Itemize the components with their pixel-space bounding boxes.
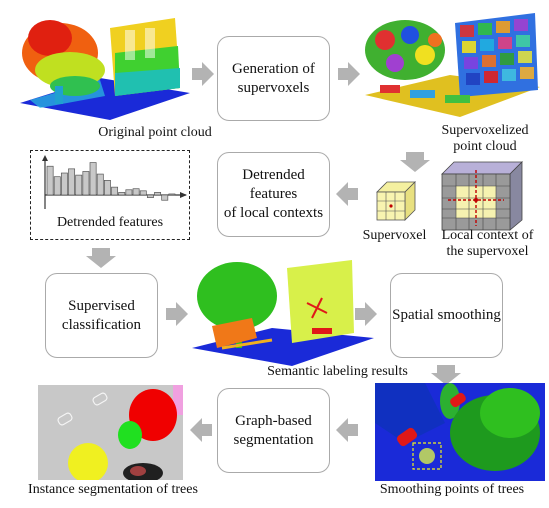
- arrow-right-2: [338, 62, 360, 86]
- process-graph-based-segmentation: Graph-based segmentation: [217, 388, 330, 473]
- histogram-bar: [111, 186, 119, 196]
- process-spatial-smoothing: Spatial smoothing: [390, 273, 503, 358]
- caption-supervoxelized-point-cloud: Supervoxelized point cloud: [441, 123, 529, 154]
- histogram-bar: [89, 162, 97, 196]
- original-point-cloud-image: [15, 8, 195, 126]
- supervoxelized-point-cloud-image: [360, 5, 545, 123]
- histogram-bar: [53, 176, 61, 196]
- histogram-bar: [103, 180, 111, 196]
- histogram-y-arrowhead: [42, 155, 48, 161]
- histogram-bar: [168, 193, 176, 196]
- detrended-features-histogram: [42, 155, 187, 209]
- caption-detrended-features: Detrended features: [56, 215, 164, 230]
- detrended-features-panel: Detrended features: [30, 150, 190, 240]
- histogram-bar: [139, 190, 147, 196]
- histogram-bar: [118, 192, 126, 196]
- semantic-labeling-image: [192, 258, 374, 366]
- histogram-bar: [146, 194, 154, 198]
- process-detrended-features-local-contexts: Detrended features of local contexts: [217, 152, 330, 237]
- histogram-bar: [96, 173, 104, 196]
- instance-segmentation-image: [38, 385, 183, 480]
- histogram-bar: [132, 188, 140, 196]
- supervoxel-cube-icon: [376, 181, 416, 221]
- arrow-left-1: [336, 182, 358, 206]
- arrow-right-1: [192, 62, 214, 86]
- histogram-bar: [60, 172, 68, 196]
- arrow-left-2: [190, 418, 212, 442]
- arrow-right-4: [355, 302, 377, 326]
- caption-instance-segmentation: Instance segmentation of trees: [28, 482, 198, 497]
- arrow-down-3: [431, 365, 461, 385]
- histogram-x-arrowhead: [180, 192, 187, 198]
- arrow-down-2: [86, 248, 116, 268]
- smoothing-points-image: [375, 383, 545, 481]
- histogram-bar: [161, 194, 169, 201]
- histogram-bar: [125, 189, 133, 196]
- histogram-bar: [68, 168, 76, 196]
- caption-smoothing-points: Smoothing points of trees: [379, 482, 525, 497]
- histogram-bar: [82, 171, 90, 196]
- caption-original-point-cloud: Original point cloud: [98, 125, 212, 140]
- arrow-left-3: [336, 418, 358, 442]
- process-supervised-classification: Supervised classification: [45, 273, 158, 358]
- caption-supervoxel: Supervoxel: [362, 228, 427, 243]
- caption-semantic-labeling: Semantic labeling results: [267, 364, 408, 379]
- histogram-bar: [154, 192, 162, 196]
- histogram-bar: [46, 165, 54, 196]
- process-generation-of-supervoxels: Generation of supervoxels: [217, 36, 330, 121]
- arrow-right-3: [166, 302, 188, 326]
- histogram-bar: [75, 174, 83, 196]
- arrow-down-1: [400, 152, 430, 172]
- caption-local-context: Local context of the supervoxel: [441, 228, 534, 259]
- local-context-cube-icon: [441, 161, 523, 231]
